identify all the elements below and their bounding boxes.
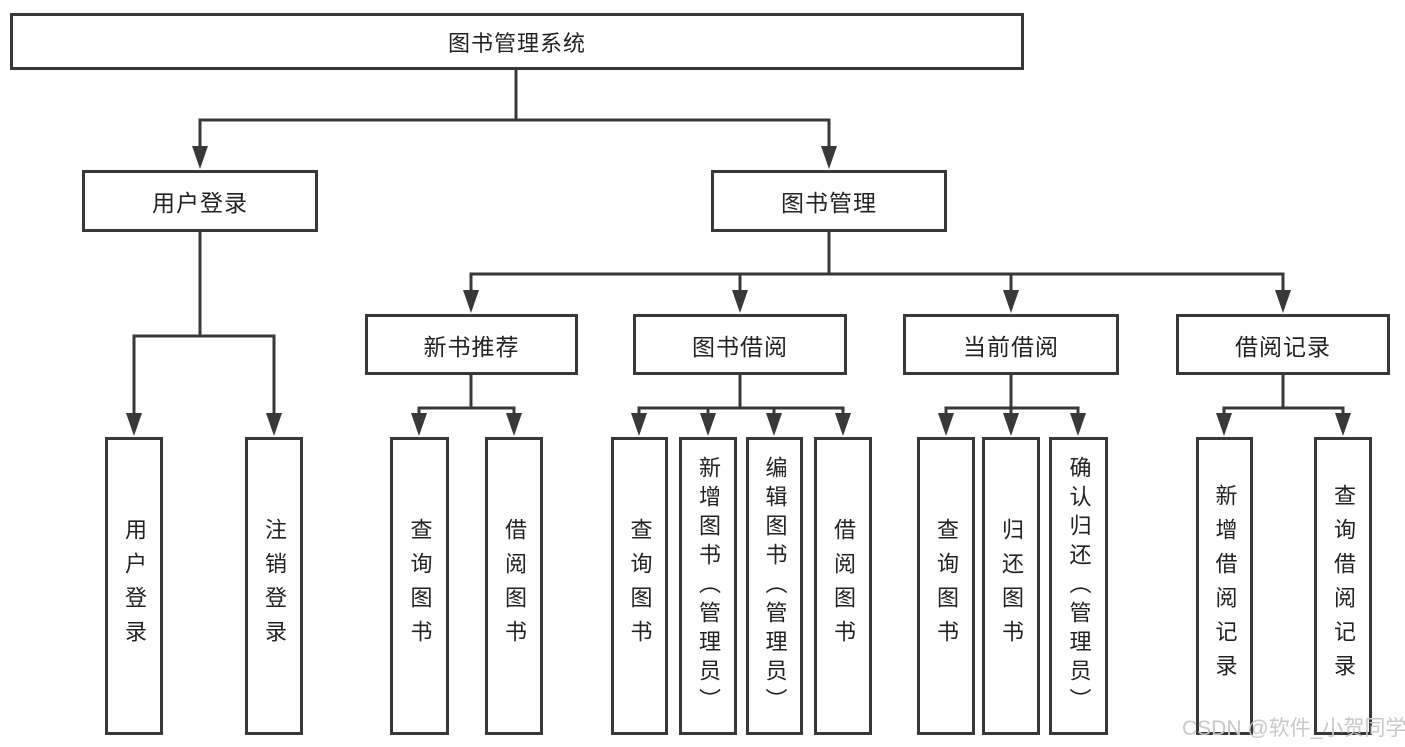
node-book-borrow-label: 图书借阅	[692, 333, 788, 360]
leaf-logout: 注销登录	[245, 437, 303, 735]
node-user-login-label: 用户登录	[152, 190, 248, 216]
leaf-user-login: 用户登录	[105, 437, 163, 735]
leaf-logout-label: 注销登录	[262, 518, 287, 654]
arrowheads	[126, 146, 1351, 436]
node-user-login: 用户登录	[82, 170, 318, 232]
node-current-borrow: 当前借阅	[903, 314, 1119, 375]
leaf-cb-return-books-label: 归还图书	[999, 518, 1024, 654]
node-root: 图书管理系统	[10, 13, 1024, 70]
node-book-borrow: 图书借阅	[633, 314, 847, 375]
leaf-cb-query-books: 查询图书	[917, 437, 975, 735]
leaf-br-add-record: 新增借阅记录	[1196, 437, 1253, 735]
leaf-nb-query-books-label: 查询图书	[407, 518, 433, 654]
leaf-nb-query-books: 查询图书	[390, 437, 449, 735]
leaf-nb-borrow-books: 借阅图书	[485, 437, 543, 735]
node-book-management: 图书管理	[711, 170, 947, 232]
leaf-bb-edit-books-admin: 编辑图书（管理员）	[746, 437, 803, 735]
leaf-br-query-record-label: 查询借阅记录	[1331, 484, 1356, 688]
node-current-borrow-label: 当前借阅	[963, 333, 1059, 360]
node-book-management-label: 图书管理	[781, 190, 877, 216]
node-new-book-recommend-label: 新书推荐	[423, 333, 520, 360]
node-root-label: 图书管理系统	[447, 30, 586, 56]
leaf-cb-confirm-return-admin: 确认归还（管理员）	[1049, 437, 1108, 735]
leaf-br-query-record: 查询借阅记录	[1314, 437, 1372, 735]
leaf-br-add-record-label: 新增借阅记录	[1212, 484, 1238, 688]
leaf-bb-add-books-admin-label: 新增图书（管理员）	[696, 455, 721, 717]
leaf-cb-return-books: 归还图书	[982, 437, 1040, 735]
leaf-nb-borrow-books-label: 借阅图书	[502, 518, 527, 654]
leaf-bb-borrow-books-label: 借阅图书	[831, 518, 856, 654]
watermark: CSDN @软件_小贺同学	[1182, 717, 1405, 740]
leaf-bb-edit-books-admin-label: 编辑图书（管理员）	[762, 455, 788, 717]
leaf-bb-borrow-books: 借阅图书	[814, 437, 872, 735]
node-new-book-recommend: 新书推荐	[365, 314, 578, 375]
node-borrow-records: 借阅记录	[1176, 314, 1390, 375]
node-borrow-records-label: 借阅记录	[1235, 333, 1331, 360]
leaf-bb-add-books-admin: 新增图书（管理员）	[679, 437, 737, 735]
leaf-cb-query-books-label: 查询图书	[934, 518, 959, 654]
leaf-bb-query-books: 查询图书	[611, 437, 668, 735]
leaf-user-login-label: 用户登录	[122, 518, 147, 654]
leaf-bb-query-books-label: 查询图书	[627, 518, 653, 654]
leaf-cb-confirm-return-admin-label: 确认归还（管理员）	[1066, 455, 1092, 717]
